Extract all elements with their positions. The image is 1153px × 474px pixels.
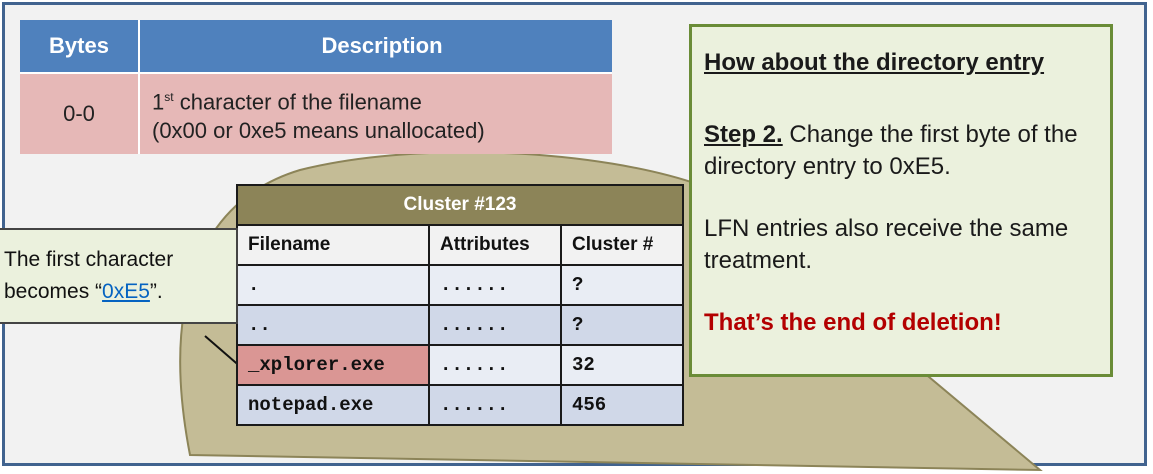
- callout-line1: The first character: [4, 248, 174, 271]
- step-label: Step 2.: [704, 121, 783, 148]
- desc-table-row: 0-0 1st character of the filename (0x00 …: [20, 72, 612, 154]
- lfn-paragraph: LFN entries also receive the same treatm…: [704, 215, 1069, 274]
- cell-description: 1st character of the filename (0x00 or 0…: [140, 72, 612, 154]
- desc-table-header-row: Bytes Description: [20, 20, 612, 72]
- cluster-title-row: Cluster #123: [236, 184, 684, 226]
- bytes-description-table: Bytes Description 0-0 1st character of t…: [20, 20, 612, 154]
- cell-attributes: ......: [428, 304, 562, 346]
- cell-attributes: ......: [428, 264, 562, 306]
- header-filename: Filename: [236, 224, 430, 266]
- cell-attributes: ......: [428, 384, 562, 426]
- desc-line1-rest: character of the filename: [173, 89, 422, 115]
- header-bytes: Bytes: [20, 20, 140, 72]
- desc-line2: (0x00 or 0xe5 means unallocated): [152, 117, 485, 143]
- desc-line1-sup: st: [164, 90, 174, 105]
- callout-0xe5-link[interactable]: 0xE5: [102, 280, 150, 303]
- step-text: Change the first byte of the directory e…: [704, 121, 1078, 180]
- step-paragraph: Step 2. Change the first byte of the dir…: [704, 119, 1098, 183]
- cell-filename: ..: [236, 304, 430, 346]
- table-row: _xplorer.exe ...... 32: [236, 344, 684, 386]
- callout-line2-prefix: becomes “: [4, 280, 103, 303]
- cell-bytes: 0-0: [20, 72, 140, 154]
- end-of-deletion-text: That’s the end of deletion!: [704, 309, 1002, 336]
- cell-cluster: 456: [560, 384, 684, 426]
- header-attributes: Attributes: [428, 224, 562, 266]
- cell-cluster: ?: [560, 304, 684, 346]
- cell-cluster: 32: [560, 344, 684, 386]
- header-cluster-number: Cluster #: [560, 224, 684, 266]
- panel-title: How about the directory entry: [704, 49, 1045, 76]
- table-row: .. ...... ?: [236, 304, 684, 346]
- table-row: notepad.exe ...... 456: [236, 384, 684, 426]
- cell-filename-highlighted: _xplorer.exe: [236, 344, 430, 386]
- explanation-panel: How about the directory entry Step 2. Ch…: [689, 24, 1113, 377]
- cluster-title: Cluster #123: [236, 184, 684, 226]
- cluster-table: Cluster #123 Filename Attributes Cluster…: [236, 184, 684, 426]
- header-description: Description: [140, 20, 612, 72]
- cell-cluster: ?: [560, 264, 684, 306]
- callout-line2-suffix: ”.: [149, 280, 163, 303]
- cell-filename: notepad.exe: [236, 384, 430, 426]
- cell-attributes: ......: [428, 344, 562, 386]
- table-row: . ...... ?: [236, 264, 684, 306]
- desc-line1-prefix: 1: [152, 89, 165, 115]
- cell-filename: .: [236, 264, 430, 306]
- callout-box: The first character becomes “0xE5”.: [0, 228, 238, 324]
- cluster-header-row: Filename Attributes Cluster #: [236, 224, 684, 266]
